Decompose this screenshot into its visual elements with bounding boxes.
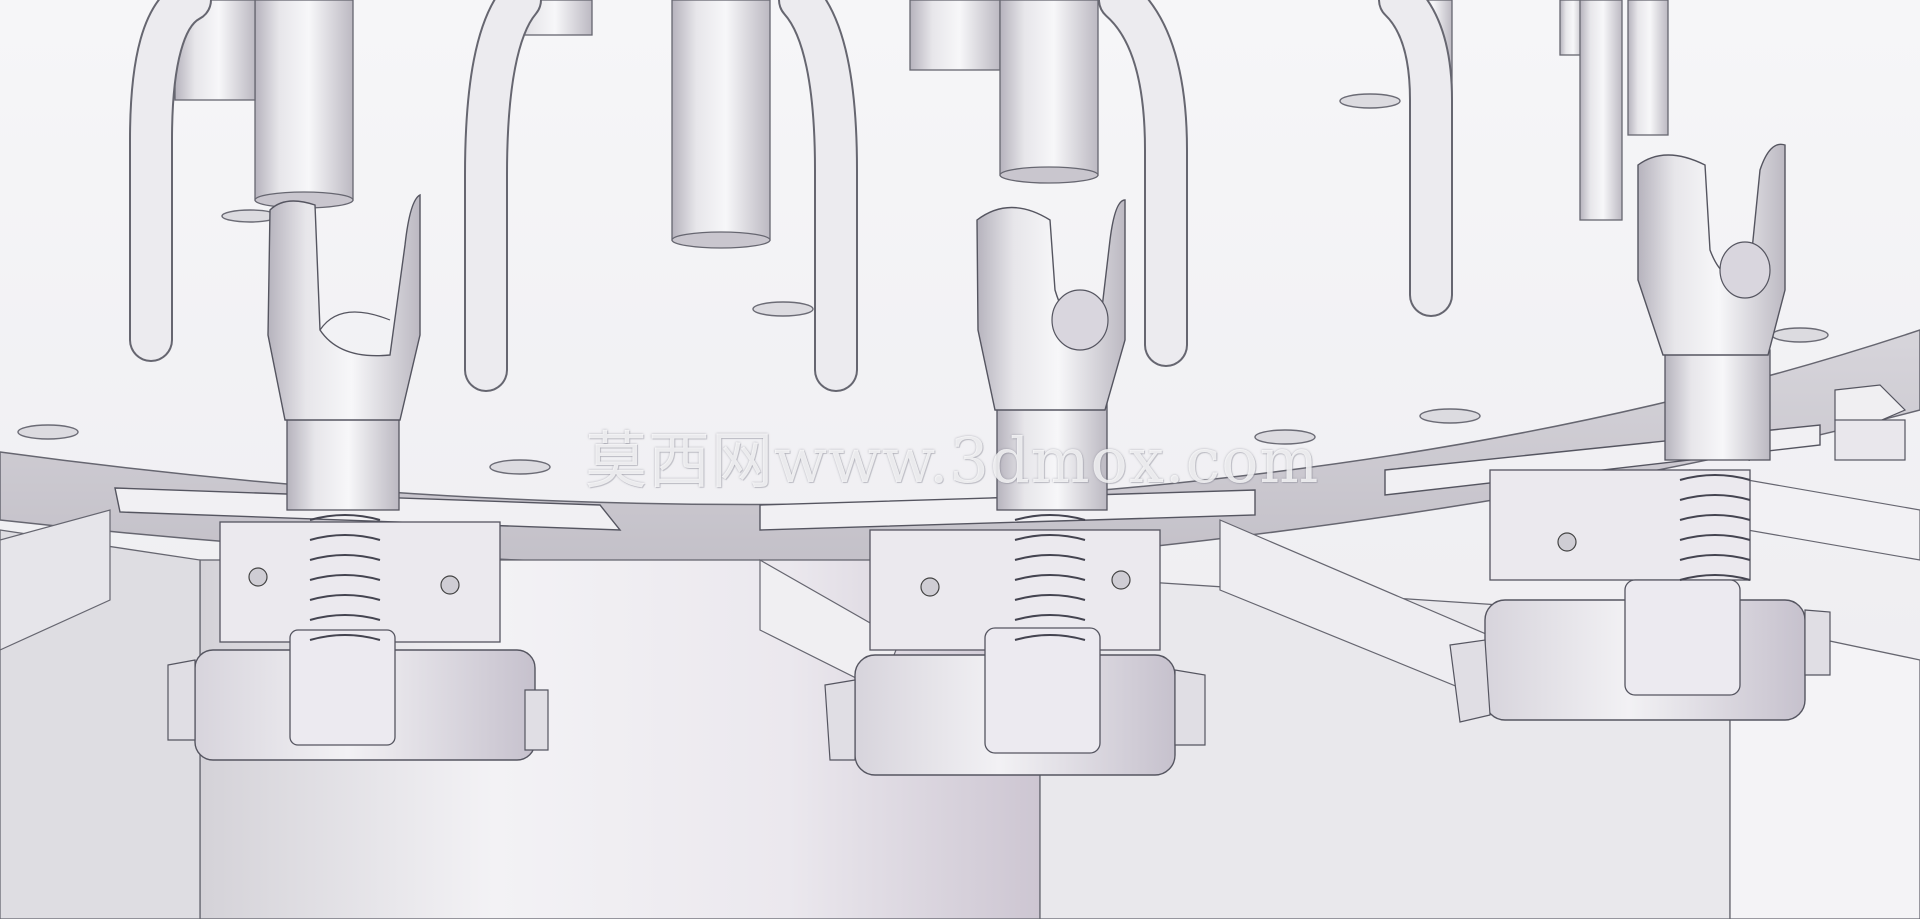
plate-holes bbox=[17, 93, 1829, 475]
gripper-unit-left bbox=[114, 193, 622, 761]
gripper-unit-right bbox=[1384, 143, 1831, 723]
hex-nut-body bbox=[1834, 419, 1906, 461]
left-side-bracket bbox=[0, 509, 111, 651]
curved-tubes bbox=[129, 0, 1453, 392]
hex-nut-right bbox=[1834, 384, 1907, 426]
gripper-unit-center bbox=[759, 199, 1256, 776]
